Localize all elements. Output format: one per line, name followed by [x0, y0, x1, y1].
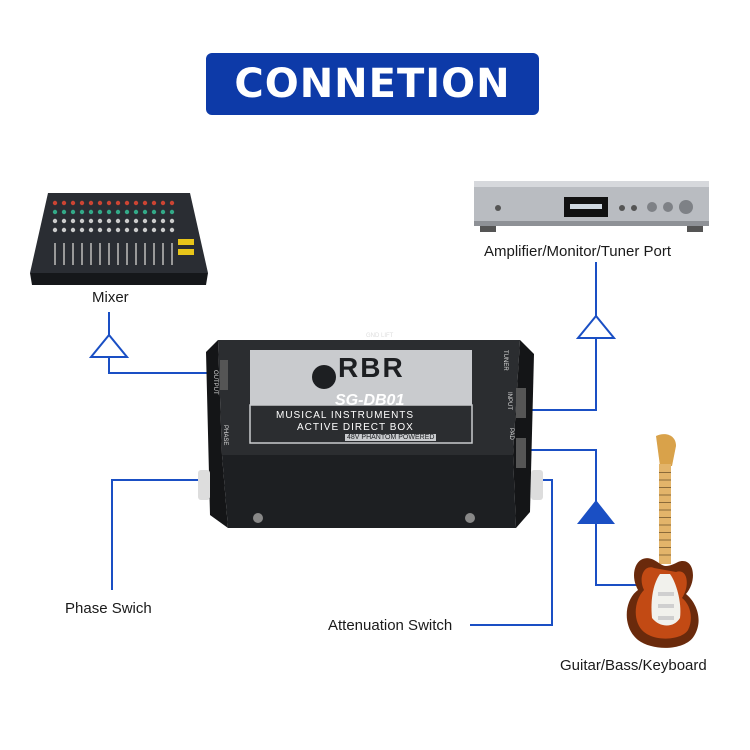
brand-text: RBR [338, 352, 405, 383]
phase-wire [111, 479, 200, 590]
amplifier-arrow-icon [575, 314, 617, 339]
direct-box-image [198, 340, 543, 528]
phase-switch-label: Phase Swich [65, 600, 152, 617]
title-banner: CONNETION [206, 53, 539, 115]
tuner-label: TUNER [502, 350, 508, 371]
guitar-arrow-icon [577, 500, 615, 524]
guitar-label: Guitar/Bass/Keyboard [560, 657, 707, 674]
phase-label: PHASE [222, 425, 228, 446]
box-line3: 48V PHANTOM POWERED [345, 434, 437, 441]
mixer-label: Mixer [92, 289, 129, 306]
box-line1: MUSICAL INSTRUMENTS [276, 410, 415, 421]
pad-label: PAD [508, 428, 514, 440]
mixer-image [30, 193, 208, 285]
attenuation-wire [470, 479, 553, 626]
gnd-lift-label: GND LIFT [366, 333, 394, 339]
title-text: CONNETION [234, 61, 511, 107]
amplifier-label: Amplifier/Monitor/Tuner Port [484, 243, 672, 260]
attenuation-switch-label: Attenuation Switch [328, 617, 453, 634]
output-label: OUTPUT [212, 370, 218, 395]
guitar-image [626, 434, 699, 648]
mixer-arrow-icon [88, 333, 130, 358]
model-text: SG-DB01 [335, 392, 405, 409]
amplifier-image [474, 181, 709, 232]
amplifier-wire [527, 262, 597, 411]
mixer-wire [108, 312, 218, 374]
input-label: INPUT [506, 392, 512, 410]
box-line2: ACTIVE DIRECT BOX [297, 422, 414, 433]
